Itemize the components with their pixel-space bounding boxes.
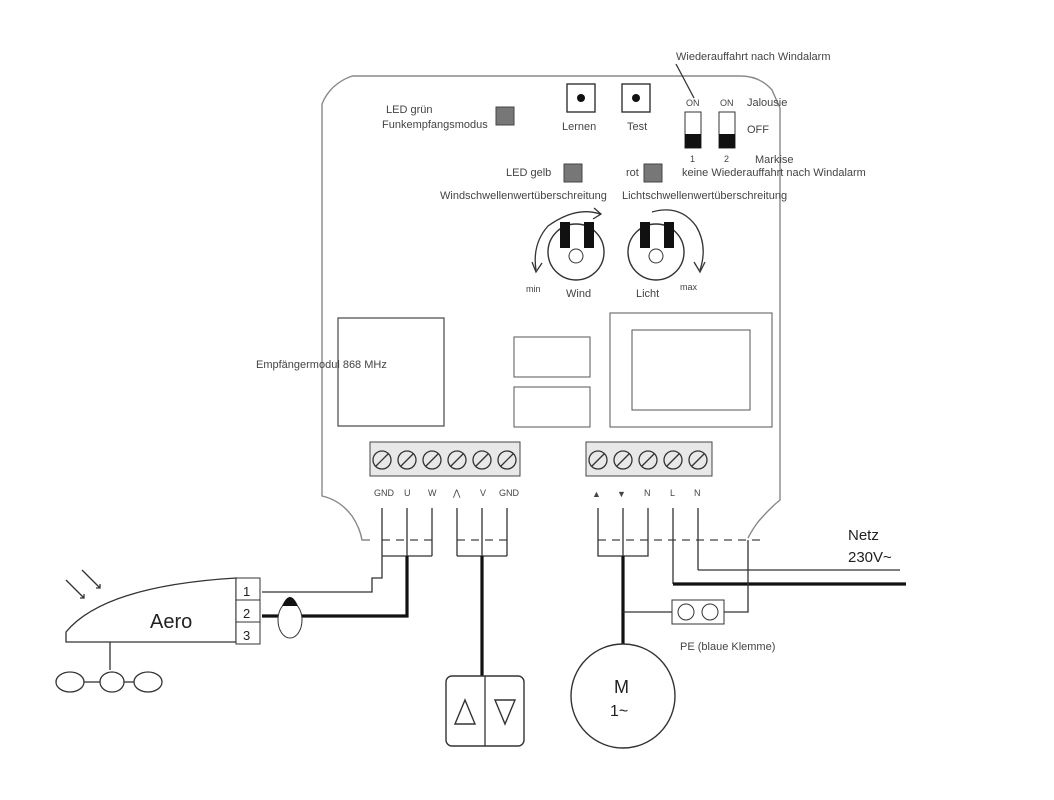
terminal-left-1: GND	[374, 488, 395, 498]
terminal-left-3: W	[428, 488, 437, 498]
anemometer-icon	[55, 642, 163, 693]
terminal-left-5: V	[480, 488, 486, 498]
wind-label: Wind	[566, 288, 591, 300]
led-green-mode-label: Funkempfangsmodus	[382, 119, 488, 131]
no-rewind-label: keine Wiederauffahrt nach Windalarm	[682, 167, 866, 179]
relay-top	[513, 336, 591, 378]
terminal-left-2: U	[404, 488, 411, 498]
light-potentiometer	[627, 209, 706, 281]
terminal-right-4: L	[670, 488, 675, 498]
wind-min-label: min	[526, 284, 541, 294]
relay-bottom	[513, 386, 591, 428]
receiver-label: Empfängermodul 868 MHz	[256, 359, 387, 371]
mains-label: Netz	[848, 527, 879, 544]
motor-symbol	[570, 643, 676, 749]
rewind-after-alarm-label: Wiederauffahrt nach Windalarm	[676, 51, 830, 63]
test-button-dot-icon	[632, 94, 640, 102]
wind-potentiometer	[531, 207, 605, 281]
learn-label: Lernen	[562, 121, 596, 133]
terminal-left-4: ⋀	[452, 488, 461, 498]
terminal-right-1: ▲	[592, 489, 601, 499]
learn-button-dot-icon	[577, 94, 585, 102]
terminal-right-3: N	[644, 488, 651, 498]
transformer-inner	[631, 329, 751, 411]
motor-m-label: M	[614, 677, 629, 697]
sun-rays-icon	[65, 569, 101, 599]
led-red-indicator	[643, 163, 663, 183]
rewind-leader-line	[675, 63, 695, 99]
dip1-number: 1	[690, 154, 695, 164]
terminal-block-right	[585, 441, 713, 477]
sensor-gnd-wire	[262, 556, 383, 593]
dip1-on-label: ON	[686, 98, 700, 108]
board-outline	[321, 75, 781, 541]
led-yellow-indicator	[563, 163, 583, 183]
aero-pin-2: 2	[243, 606, 250, 621]
dip-switch-2-knob	[719, 134, 735, 148]
up-down-switch	[445, 675, 525, 747]
jalousie-label: Jalousie	[747, 97, 787, 109]
dip-switch-1-knob	[685, 134, 701, 148]
motor-phase-label: 1~	[610, 703, 628, 720]
dip2-on-label: ON	[720, 98, 734, 108]
light-label: Licht	[636, 288, 659, 300]
markise-label: Markise	[755, 154, 794, 166]
terminal-left-6: GND	[499, 488, 520, 498]
test-label: Test	[627, 121, 647, 133]
aero-sensor	[55, 569, 261, 693]
dip2-number: 2	[724, 154, 729, 164]
left-terminal-wires	[381, 508, 508, 557]
led-green-indicator	[495, 106, 515, 126]
pe-label: PE (blaue Klemme)	[680, 641, 775, 653]
terminal-right-5: N	[694, 488, 701, 498]
aero-pin-1: 1	[243, 584, 250, 599]
pe-terminal	[623, 540, 749, 625]
terminal-right-2: ▼	[617, 489, 626, 499]
led-green-label: LED grün	[386, 104, 432, 116]
wind-threshold-label: Windschwellenwertüberschreitung	[440, 190, 607, 202]
mains-voltage-label: 230V~	[848, 549, 892, 566]
down-arrow-icon	[493, 699, 517, 726]
terminal-block-left	[369, 441, 521, 477]
sensor-connector-icon	[277, 597, 303, 639]
light-max-label: max	[680, 282, 698, 292]
led-yellow-label: LED gelb	[506, 167, 551, 179]
aero-pin-3: 3	[243, 628, 250, 643]
up-arrow-icon	[453, 698, 477, 725]
right-terminal-wires	[597, 508, 900, 584]
aero-label: Aero	[150, 611, 192, 633]
sensor-signal-wire	[262, 556, 409, 618]
dip-off-label: OFF	[747, 124, 769, 136]
led-red-label: rot	[626, 167, 639, 179]
receiver-module	[337, 317, 445, 427]
light-threshold-label: Lichtschwellenwertüberschreitung	[622, 190, 787, 202]
